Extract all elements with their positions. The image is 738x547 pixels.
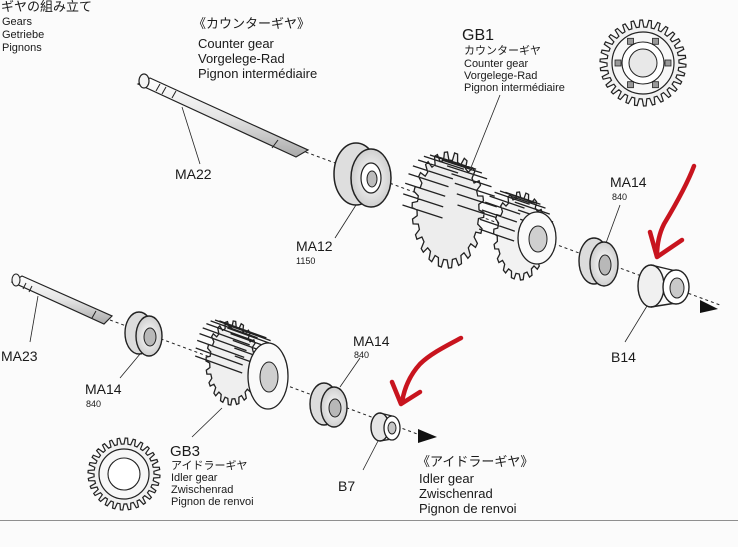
ma14-mid-number: 840 bbox=[354, 350, 370, 360]
counter-gear-de: Vorgelege-Rad bbox=[198, 51, 285, 66]
ma14-mid-label: MA14 bbox=[353, 333, 390, 349]
ma23-label: MA23 bbox=[1, 348, 38, 364]
ma14-top-number: 840 bbox=[612, 192, 628, 202]
idler-gear-en: Idler gear bbox=[419, 471, 474, 486]
header-de: Getriebe bbox=[2, 29, 45, 41]
idler-gear-de: Zwischenrad bbox=[419, 486, 493, 501]
ma14-top-bearing bbox=[578, 204, 621, 287]
ma12-label: MA12 bbox=[296, 238, 333, 254]
gb1-end-hole bbox=[652, 81, 659, 89]
ma14-mid-bearing bbox=[309, 357, 361, 428]
header-en: Gears bbox=[2, 16, 32, 28]
gb3-de: Zwischenrad bbox=[171, 484, 234, 496]
gb1-end-hole bbox=[652, 37, 659, 45]
b14-bushing bbox=[624, 264, 690, 343]
ma22-label: MA22 bbox=[175, 166, 212, 182]
gb3-en: Idler gear bbox=[171, 472, 218, 484]
counter-gear-jp: 《カウンターギヤ》 bbox=[193, 16, 311, 31]
gb3-code: GB3 bbox=[170, 443, 201, 460]
gb1-end-hole bbox=[627, 37, 634, 45]
idler-gear-jp: 《アイドラーギヤ》 bbox=[417, 454, 534, 469]
gb3-jp: アイドラーギヤ bbox=[171, 460, 248, 472]
ma14-left-label: MA14 bbox=[85, 381, 122, 397]
top-direction-arrow bbox=[700, 300, 718, 313]
gb1-counter-gear bbox=[402, 94, 557, 281]
gb1-jp: カウンターギヤ bbox=[464, 45, 541, 57]
gb1-fr: Pignon intermédiaire bbox=[464, 82, 565, 94]
bottom-direction-arrow bbox=[418, 429, 437, 443]
b14-label: B14 bbox=[611, 349, 636, 365]
gb1-en: Counter gear bbox=[464, 58, 529, 70]
header-jp: ギヤの組み立て bbox=[1, 0, 93, 14]
ma22-shaft bbox=[136, 73, 310, 165]
gb3-fr: Pignon de renvoi bbox=[171, 496, 254, 508]
ma14-left-bearing bbox=[119, 311, 163, 379]
gb1-code: GB1 bbox=[462, 27, 495, 44]
bottom-rule bbox=[0, 520, 738, 521]
red-annotation-arrow-top bbox=[647, 163, 697, 260]
ma23-shaft bbox=[10, 273, 114, 343]
counter-gear-en: Counter gear bbox=[198, 36, 274, 51]
gb1-end-view bbox=[599, 19, 687, 107]
counter-gear-fr: Pignon intermédiaire bbox=[198, 66, 318, 81]
ma12-bearing bbox=[333, 142, 392, 239]
idler-gear-fr: Pignon de renvoi bbox=[419, 501, 517, 516]
ma14-top-label: MA14 bbox=[610, 174, 647, 190]
gb3-idler-gear bbox=[191, 319, 289, 438]
b7-bushing bbox=[362, 412, 401, 471]
ma12-number: 1150 bbox=[296, 256, 316, 266]
red-annotation-arrow-bottom bbox=[389, 335, 464, 407]
gb3-end-view bbox=[87, 437, 161, 511]
b7-label: B7 bbox=[338, 478, 356, 494]
gb1-end-hole bbox=[614, 59, 622, 67]
header-fr: Pignons bbox=[2, 42, 42, 54]
gb1-end-hole bbox=[627, 81, 634, 89]
gb1-de: Vorgelege-Rad bbox=[464, 70, 538, 82]
ma14-left-number: 840 bbox=[86, 399, 102, 409]
gb1-end-hole bbox=[664, 59, 672, 67]
